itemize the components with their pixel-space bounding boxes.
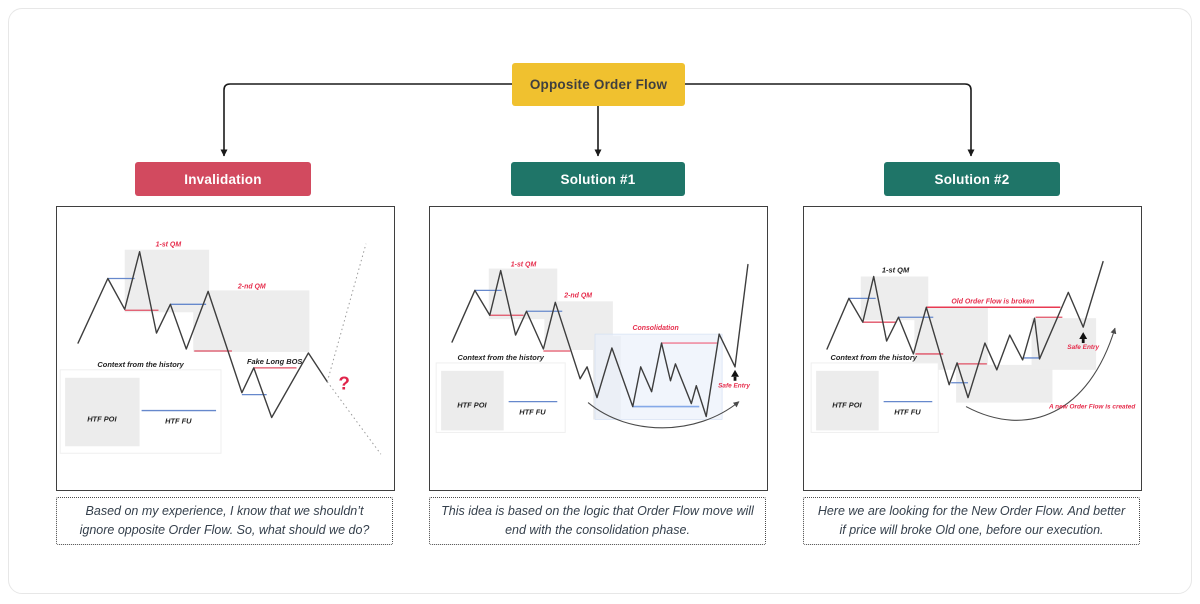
connector-left — [220, 83, 512, 157]
consolidation-zone — [594, 333, 723, 420]
htf-poi-label: HTF POI — [87, 414, 117, 423]
up-arrow-stem — [1081, 339, 1085, 344]
context-history-box: Context from the history HTF POI HTF FU — [435, 353, 566, 433]
up-arrow-icon — [731, 369, 739, 377]
caption-invalidation: Based on my experience, I know that we s… — [56, 497, 393, 545]
root-node-opposite-order-flow: Opposite Order Flow — [512, 63, 685, 106]
branch-header-invalidation: Invalidation — [135, 162, 311, 196]
htf-fu-label: HTF FU — [165, 416, 192, 425]
branch-header-solution-1: Solution #1 — [511, 162, 685, 196]
context-history-box: Context from the history HTF POI HTF FU — [810, 353, 939, 433]
price-path — [77, 250, 328, 419]
price-path — [451, 263, 749, 418]
htf-fu-label: HTF FU — [519, 408, 546, 417]
context-history-box: Context from the history HTF POI HTF FU — [59, 360, 222, 454]
new-order-flow-arc-arrow — [965, 327, 1117, 421]
connector-right — [685, 83, 975, 157]
context-title: Context from the history — [97, 360, 184, 369]
htf-fu-label: HTF FU — [894, 408, 921, 417]
panel-solution-2: Safe Entry 1-st QM Old Order Flow is bro… — [803, 206, 1142, 491]
context-title: Context from the history — [831, 353, 918, 362]
solution-1-chart: Safe Entry 1-st QM 2-nd QM Consolidation… — [435, 262, 750, 433]
qm2-zone — [193, 290, 310, 352]
safe-entry-label: Safe Entry — [718, 383, 750, 390]
up-arrow-icon — [1079, 332, 1088, 340]
htf-poi-label: HTF POI — [832, 401, 862, 410]
projection-up-dotted — [326, 243, 367, 382]
qm2-label: 2-nd QM — [563, 292, 592, 299]
supply-demand-zones — [124, 249, 310, 352]
projection-down-dotted — [326, 381, 382, 455]
consolidation-label: Consolidation — [632, 325, 678, 332]
qm2-label: 2-nd QM — [237, 283, 266, 290]
supply-demand-zones — [860, 276, 1097, 403]
question-mark-label: ? — [338, 373, 350, 394]
invalidation-chart: 1-st QM 2-nd QM Fake Long BOS ? Context … — [59, 242, 382, 455]
qm1-label: 1-st QM — [511, 262, 537, 269]
branch-header-solution-2: Solution #2 — [884, 162, 1060, 196]
up-arrow-stem — [733, 376, 737, 381]
htf-poi-label: HTF POI — [457, 401, 487, 410]
qm1-label: 1-st QM — [156, 242, 182, 249]
context-title: Context from the history — [458, 353, 545, 362]
safe-entry-label: Safe Entry — [1067, 344, 1099, 351]
safe-entry-marker: Safe Entry — [718, 369, 750, 390]
fake-long-bos-label: Fake Long BOS — [247, 357, 302, 366]
panel-solution-1: Safe Entry 1-st QM 2-nd QM Consolidation… — [429, 206, 768, 491]
caption-solution-1: This idea is based on the logic that Ord… — [429, 497, 766, 545]
old-order-flow-broken-label: Old Order Flow is broken — [951, 298, 1034, 305]
safe-entry-zone — [1031, 318, 1097, 370]
qm1-label: 1-st QM — [882, 266, 910, 275]
new-order-flow-created-label: A new Order Flow is created — [1048, 404, 1136, 411]
consolidation-arc-arrow — [587, 401, 740, 429]
htf-poi-zone — [816, 370, 879, 431]
htf-poi-zone — [65, 377, 140, 447]
caption-solution-2: Here we are looking for the New Order Fl… — [803, 497, 1140, 545]
panel-invalidation: 1-st QM 2-nd QM Fake Long BOS ? Context … — [56, 206, 395, 491]
safe-entry-marker: Safe Entry — [1067, 332, 1100, 351]
price-path — [826, 260, 1104, 399]
solution-2-chart: Safe Entry 1-st QM Old Order Flow is bro… — [810, 260, 1136, 433]
gray-zone — [956, 364, 1053, 403]
htf-poi-zone — [441, 370, 504, 431]
